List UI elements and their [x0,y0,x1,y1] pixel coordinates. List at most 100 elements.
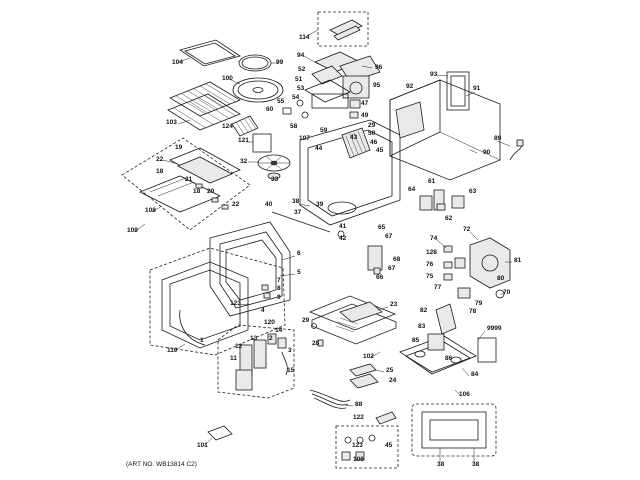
callout-122: 122 [353,414,364,421]
callout-100: 100 [222,75,233,82]
part-32-fan-blade [257,154,291,172]
part-104-panel [179,39,241,67]
callout-24: 24 [389,377,397,384]
art-number-caption: (ART NO. WB13814 C2) [126,461,197,468]
part-40-rod [271,211,331,233]
callout-94: 94 [297,52,305,59]
part-101-card [207,425,233,441]
callout-53: 53 [297,85,305,92]
callout-85: 85 [412,337,420,344]
callout-41: 41 [339,223,347,230]
callout-19: 19 [175,144,183,151]
outer-cabinet [389,71,501,181]
callout-96: 96 [375,64,383,71]
callout-18: 18 [193,188,201,195]
callout-39: 39 [316,201,324,208]
part-114-bracket [329,19,363,41]
callout-23: 23 [390,301,398,308]
callout-8: 8 [277,285,281,292]
callout-106: 106 [353,456,364,463]
callout-38: 38 [437,461,445,468]
callout-79: 79 [475,300,483,307]
part-82-86-base-assembly [399,303,477,375]
callout-22: 22 [232,201,240,208]
callout-109: 109 [127,227,138,234]
callout-123: 123 [352,442,363,449]
callout-90: 90 [483,149,491,156]
callout-95: 95 [373,82,381,89]
callout-89: 89 [494,135,502,142]
callout-123: 123 [230,300,241,307]
callout-6: 6 [297,250,301,257]
callout-77: 77 [434,284,442,291]
callout-78: 78 [469,308,477,315]
callout-83: 83 [418,323,426,330]
part-103-oven-rack [167,81,241,131]
callout-28: 28 [312,340,320,347]
callout-124: 124 [222,123,233,130]
part-24-25-filter [349,363,379,389]
callout-120: 120 [264,319,275,326]
callout-46: 46 [370,139,378,146]
callout-65: 65 [378,224,386,231]
part-122-kit [341,411,397,461]
group-box-109 [121,137,251,231]
callout-88: 88 [355,401,363,408]
callout-1: 1 [200,337,204,344]
part-29-screw [311,323,317,329]
callout-66: 66 [376,274,384,281]
callout-67: 67 [388,265,396,272]
callout-9999: 9999 [487,325,502,332]
callout-20: 20 [207,188,215,195]
part-124-grille [231,115,259,137]
callout-38: 38 [472,461,480,468]
callout-104: 104 [172,59,183,66]
oven-cavity [299,119,401,226]
callout-62: 62 [445,215,453,222]
callout-51: 51 [295,76,303,83]
callout-72: 72 [463,226,471,233]
part-33-hub [267,172,281,180]
callout-49: 49 [361,112,369,119]
callout-68: 68 [393,256,401,263]
callout-81: 81 [514,257,522,264]
callout-128: 128 [426,249,437,256]
callout-84: 84 [471,371,479,378]
callout-38: 38 [292,198,300,205]
callout-93: 93 [430,71,438,78]
callout-107: 107 [299,135,310,142]
callout-108: 108 [145,207,156,214]
group-box-122 [335,425,399,469]
callout-33: 33 [271,176,279,183]
callout-11: 11 [230,355,237,362]
callout-110: 110 [167,347,178,354]
part-28-clip [317,339,324,347]
callout-76: 76 [426,261,434,268]
callout-45: 45 [376,147,384,154]
callout-7: 7 [277,277,281,284]
callout-42: 42 [339,235,347,242]
callout-44: 44 [315,145,323,152]
callout-54: 54 [292,94,300,101]
callout-21: 21 [185,176,193,183]
part-9999-manual [477,337,497,363]
callout-70: 70 [503,289,511,296]
callout-58: 58 [290,123,298,130]
callout-61: 61 [428,178,436,185]
callout-64: 64 [408,186,416,193]
callout-45: 45 [385,442,393,449]
part-23-bottom-plate [308,295,397,345]
group-box-15 [217,324,295,399]
callout-114: 114 [299,34,310,41]
callout-80: 80 [497,275,505,282]
part-121-plate [252,133,272,153]
callout-67: 67 [385,233,393,240]
callout-60: 60 [266,106,274,113]
callout-4: 4 [261,307,265,314]
callout-43: 43 [350,134,358,141]
callout-13: 13 [250,335,258,342]
callout-15: 15 [287,367,295,374]
callout-74: 74 [430,235,438,242]
magnetron-assembly [443,237,511,299]
callout-121: 121 [238,137,249,144]
